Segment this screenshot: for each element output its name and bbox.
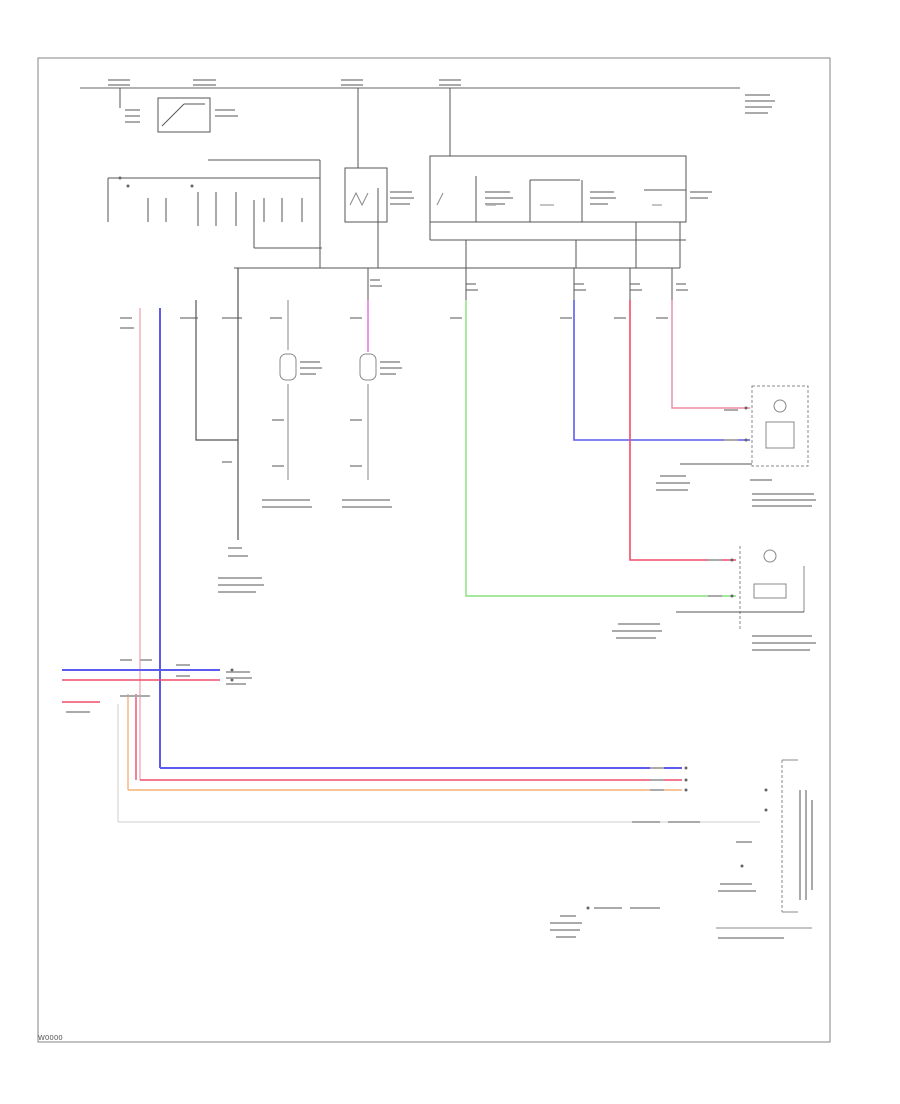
wire-pink-right	[671, 300, 750, 409]
wire-red-right	[629, 300, 736, 561]
page-code: W0000	[38, 1034, 63, 1042]
switch-block	[107, 159, 680, 269]
controller-box	[716, 759, 812, 929]
lamp-labels	[262, 361, 402, 508]
lamp-left	[279, 300, 297, 480]
relay-row	[344, 88, 687, 268]
wire-green	[465, 300, 736, 597]
relay-labels	[125, 109, 238, 123]
connector-dots	[118, 176, 768, 910]
relay-switch	[119, 88, 211, 133]
component-upper-right	[680, 385, 809, 467]
switch-pin-labels	[147, 192, 303, 226]
fuse-label-marks	[108, 79, 461, 86]
lamp-right	[359, 353, 377, 480]
switch-ground-labels	[218, 461, 264, 593]
component-labels-right	[612, 409, 816, 651]
wire-black-switch	[195, 268, 239, 540]
module-label-top-right	[745, 94, 775, 114]
relay-labels-row	[390, 191, 712, 205]
wire-blue-right	[573, 300, 750, 441]
fuse-labels	[105, 76, 464, 84]
left-connector-labels	[66, 659, 252, 713]
page-frame	[37, 57, 831, 1043]
component-lower-right	[676, 546, 805, 630]
connector-labels	[120, 279, 688, 329]
controller-labels	[550, 767, 813, 939]
